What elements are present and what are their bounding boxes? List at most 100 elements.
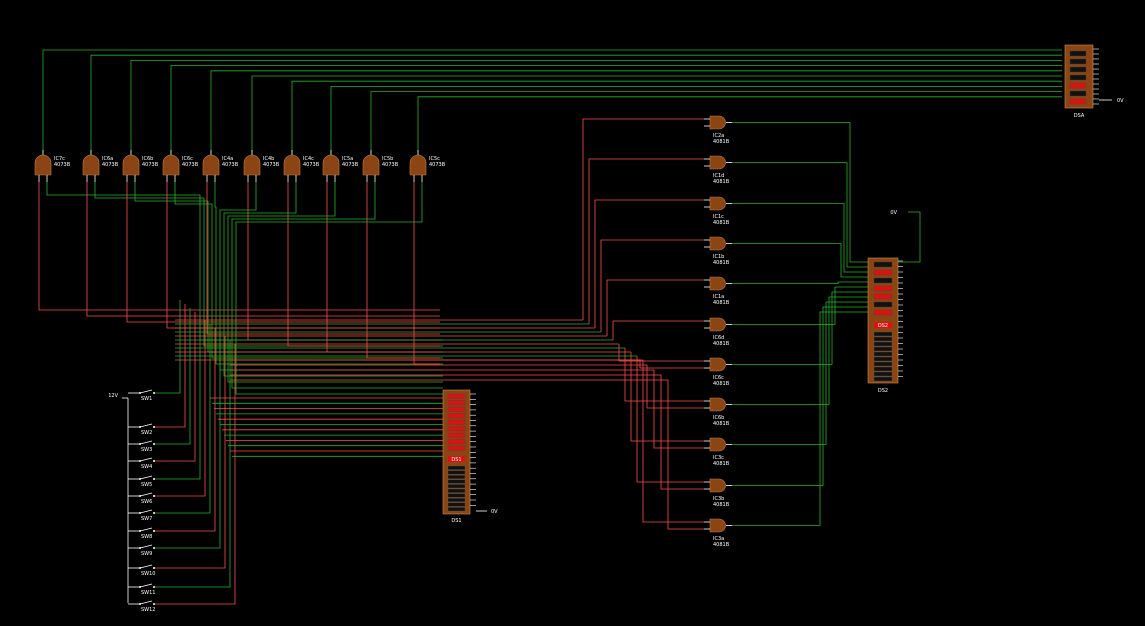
bus-top-1 (90, 54, 1062, 152)
switch-label-SW4: SW4 (141, 464, 152, 470)
switch-blade (139, 457, 153, 462)
gate-label-IC5b: IC5b (382, 156, 393, 162)
ds2-lower-segment (873, 341, 893, 347)
gate-input-a-7 (624, 348, 704, 402)
lower-input-2 (230, 369, 704, 449)
switch-contact (139, 586, 141, 588)
switch-wire-2 (154, 308, 191, 445)
top-gate-in-a-4 (206, 182, 440, 335)
ds1-segment (447, 445, 466, 451)
gate-part-IC4a: 4073B (222, 162, 239, 168)
ds1-lower-segment (447, 498, 466, 503)
bus-top-3 (170, 65, 1062, 152)
switch-label-SW2: SW2 (141, 430, 152, 436)
gate-part-IC6a: 4073B (102, 162, 119, 168)
and-gate-right-IC1c (709, 196, 726, 211)
ds2-ground-label: 0V (890, 210, 897, 216)
switch-contact (153, 512, 155, 514)
gate-label-IC6a: IC6a (102, 156, 113, 162)
gate-input-a-2 (594, 199, 704, 328)
switch-blade (139, 492, 153, 497)
and-gate-top-IC5a (322, 154, 340, 176)
bus-top-0 (42, 49, 1062, 152)
gate-input-a-9 (636, 356, 704, 483)
gate-label-r-IC1b: IC1b (713, 254, 724, 260)
gate-part-r-IC2a: 4081B (713, 139, 730, 145)
dsa-segment (1069, 66, 1087, 73)
gate-part-IC4c: 4073B (303, 162, 320, 168)
gate-output-8 (732, 301, 868, 445)
dsa-segment (1069, 82, 1087, 89)
lower-input-3 (230, 374, 704, 490)
supply-label: 12V (108, 393, 118, 399)
bus-top-7 (330, 86, 1062, 152)
switch-wire-6 (154, 324, 211, 514)
and-gate-right-IC6d (709, 317, 726, 332)
ds2-ground-wire (898, 211, 921, 263)
switch-wire-9 (154, 336, 226, 569)
gate-label-r-IC6c: IC6c (713, 375, 724, 381)
ds1-lower-segment (447, 502, 466, 507)
gate-part-IC6c: 4073B (182, 162, 199, 168)
switch-blade (139, 600, 153, 605)
ds2-badge (874, 322, 892, 328)
gate-part-r-IC6c: 4081B (713, 381, 730, 387)
switch-label-SW11: SW11 (141, 590, 155, 596)
switch-wire-5 (154, 320, 206, 497)
and-gate-top-IC4b (243, 154, 261, 176)
ds1-segment (447, 406, 466, 412)
gate-output-3 (732, 243, 868, 278)
and-gate-right-IC6c (709, 357, 726, 372)
gate-label-r-IC2a: IC2a (713, 133, 724, 139)
ds2-lower-segment (873, 336, 893, 342)
labels: IC7c4073BIC6a4073BIC6b4073BIC6c4073BIC4a… (54, 98, 1124, 613)
switch-contact (153, 443, 155, 445)
top-gate-in-b-4 (214, 182, 443, 365)
ds2-badge-text: DS2 (878, 323, 888, 329)
gate-label-r-IC6b: IC6b (713, 415, 724, 421)
ds1-lower-segment (447, 479, 466, 484)
ds1-lower-segment (447, 465, 466, 470)
switch-contact (139, 426, 141, 428)
bus-top-2 (130, 60, 1062, 152)
gate-part-IC6b: 4073B (142, 162, 159, 168)
switch-contact (139, 443, 141, 445)
ds1-badge (448, 456, 465, 462)
top-gate-in-b-6 (223, 182, 443, 377)
switch-blade (139, 389, 153, 394)
gate-label-r-IC1d: IC1d (713, 173, 724, 179)
ds2-label: DS2 (878, 388, 888, 394)
gate-input-a-5 (612, 320, 704, 340)
switch-contact (153, 495, 155, 497)
and-gate-right-IC2a (709, 115, 726, 130)
ds2-lower-segment (873, 331, 893, 337)
components (34, 44, 1099, 605)
switch-wire-10 (154, 340, 231, 588)
ds1-segment (447, 393, 466, 399)
and-gate-top-IC6b (122, 154, 140, 176)
switch-label-SW5: SW5 (141, 482, 152, 488)
and-gate-right-IC3a (709, 518, 726, 533)
switch-contact (139, 512, 141, 514)
ds1-segment (447, 400, 466, 406)
switch-wire-1 (154, 304, 186, 428)
switch-blade (139, 527, 153, 532)
ds2-segment (873, 285, 893, 292)
gate-label-IC5c: IC5c (429, 156, 440, 162)
ds1-lower-segment (447, 475, 466, 480)
switch-blade (139, 509, 153, 514)
and-gate-top-IC7c (34, 154, 52, 176)
switch-wire-4 (154, 316, 201, 480)
switch-label-SW12: SW12 (141, 607, 155, 613)
top-gate-in-a-9 (413, 182, 440, 365)
and-gate-top-IC6c (162, 154, 180, 176)
ds2-segment (873, 277, 893, 284)
top-gate-in-b-3 (174, 182, 443, 359)
gate-label-IC4a: IC4a (222, 156, 233, 162)
lower-input-1 (230, 364, 704, 409)
gate-input-a-3 (600, 239, 704, 332)
switch-label-SW7: SW7 (141, 516, 152, 522)
and-gate-right-IC1b (709, 236, 726, 251)
switch-contact (153, 586, 155, 588)
switch-blade (139, 564, 153, 569)
